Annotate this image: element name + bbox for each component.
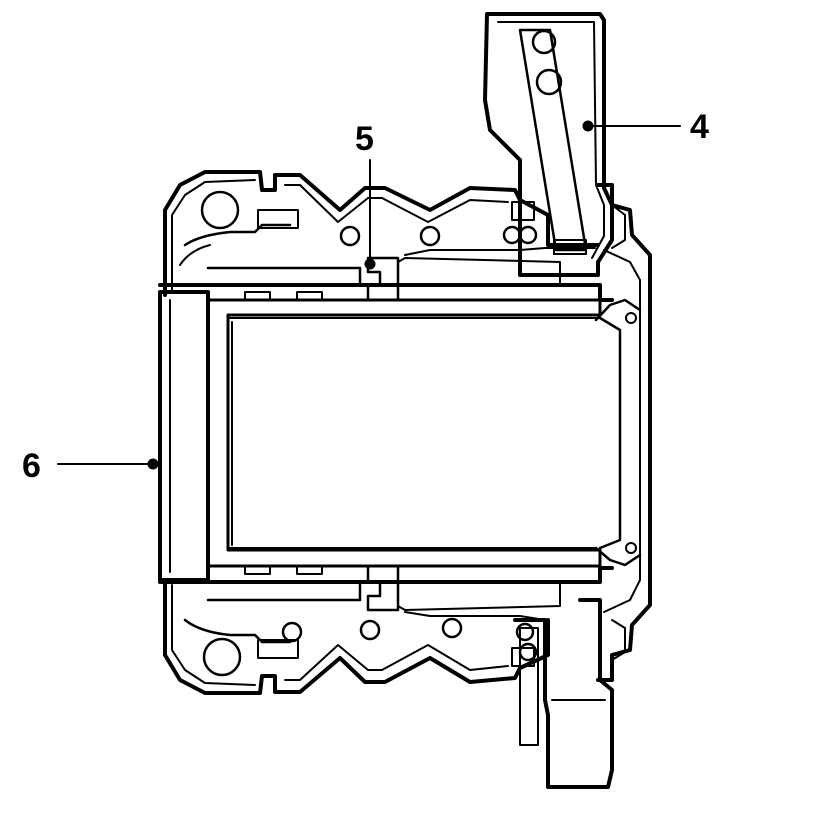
right-seal <box>594 183 652 682</box>
leader-dot-6 <box>147 458 159 470</box>
guide-tube <box>158 256 622 612</box>
callout-4: 4 <box>690 108 709 146</box>
leader-dot-5 <box>364 258 376 270</box>
lower-housing <box>163 578 550 695</box>
upper-housing <box>163 170 600 297</box>
release-fork <box>483 12 614 277</box>
guide-sleeve-mount <box>513 598 614 789</box>
callout-5: 5 <box>355 120 374 158</box>
leader-dot-4 <box>582 120 594 132</box>
callout-6: 6 <box>22 447 41 485</box>
